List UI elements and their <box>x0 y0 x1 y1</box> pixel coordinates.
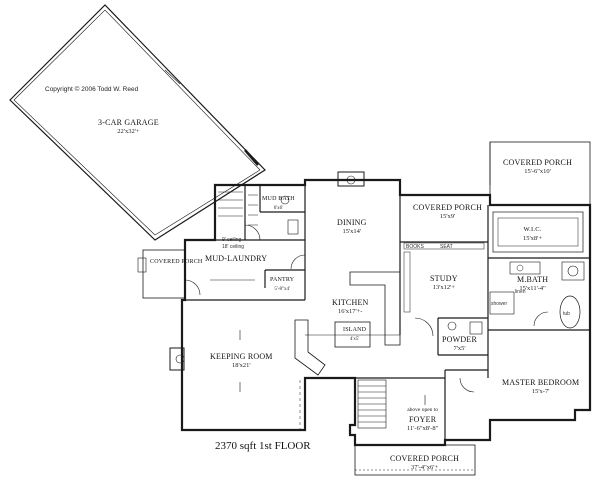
note-books: BOOKS <box>406 244 424 250</box>
copyright-text: Copyright © 2006 Todd W. Reed <box>45 86 139 93</box>
side-porch <box>142 249 186 299</box>
room-mud-laundry: MUD-LAUNDRY <box>205 254 268 263</box>
kitchen-island <box>334 321 371 348</box>
wic-shelf <box>492 211 584 253</box>
note-ceiling-2: 18' ceiling <box>222 244 245 250</box>
note-ceiling: 9' ceiling <box>222 237 242 243</box>
fireplace-dining <box>337 171 365 187</box>
note-shower: shower <box>491 301 508 307</box>
note-linen: linen <box>515 289 526 295</box>
note-tub: tub <box>563 311 570 317</box>
note-seat: SEAT <box>440 244 453 250</box>
garage-wall <box>9 4 266 241</box>
room-wic: W.I.C.15'x8'+ <box>523 226 543 242</box>
kitchen-counter <box>349 271 401 346</box>
tub <box>559 295 581 329</box>
floor-caption: 2370 sqft 1st FLOOR <box>215 440 311 452</box>
front-porch <box>354 444 476 476</box>
room-covered-porch-side: COVERED PORCH <box>150 259 203 265</box>
stairs <box>357 379 387 429</box>
